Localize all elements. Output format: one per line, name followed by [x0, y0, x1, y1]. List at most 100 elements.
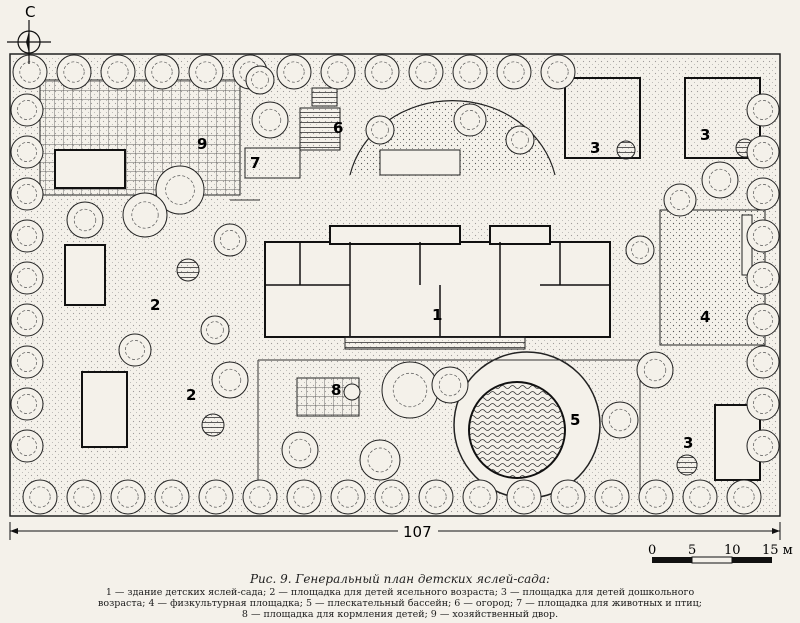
tree-crown [155, 165, 205, 215]
tree-crown-inner [17, 100, 37, 120]
yard-building [54, 149, 126, 189]
tree-crown-inner [17, 268, 37, 288]
width-dimension [9, 522, 781, 540]
pool-water [468, 381, 566, 479]
nursery-building-1 [64, 244, 106, 306]
tree-crown [359, 439, 401, 481]
tree-crown-inner [29, 486, 51, 508]
tree-crown [746, 345, 780, 379]
tree-crown [154, 479, 190, 515]
tree-crown [496, 54, 532, 90]
tree-crown-inner [131, 201, 159, 229]
tree-crown-inner [258, 108, 282, 132]
tree-crown-inner [753, 310, 773, 330]
tree-crown-inner [460, 110, 480, 130]
tree-crown-inner [753, 268, 773, 288]
zone-label-building: 1 [432, 306, 442, 324]
scale-tick-15: 15 м [762, 543, 793, 558]
tree-crown-inner [753, 226, 773, 246]
zone-label-garden: 6 [333, 119, 343, 137]
zone-label-feeding: 8 [331, 381, 341, 399]
tree-crown [66, 479, 102, 515]
zone-label-nursery-1: 2 [150, 296, 160, 314]
tree-crown-inner [73, 486, 95, 508]
tree-crown [100, 54, 136, 90]
tree-crown-inner [753, 100, 773, 120]
tree-crown-inner [73, 208, 97, 232]
tree-crown-inner [753, 394, 773, 414]
tree-crown [381, 361, 439, 419]
tree-crown [364, 54, 400, 90]
tree-crown [281, 431, 319, 469]
zone-label-pool: 5 [570, 411, 580, 429]
tree-crown [453, 103, 487, 137]
caption-line-1: 1 — здание детских яслей-сада; 2 — площа… [105, 587, 695, 598]
tree-crown-inner [125, 340, 145, 360]
tree-crown [746, 387, 780, 421]
figure-caption: Рис. 9. Генеральный план детских яслей-с… [0, 573, 800, 620]
tree-crown-inner [753, 184, 773, 204]
scale-tick-5: 5 [688, 543, 696, 558]
tree-crown-inner [161, 486, 183, 508]
tree-crown-inner [288, 438, 312, 462]
tree-crown-inner [218, 368, 242, 392]
tree-crown [188, 54, 224, 90]
tree-crown [594, 479, 630, 515]
tree-crown [251, 101, 289, 139]
caption-line-2: возраста; 4 — физкультурная площадка; 5 … [98, 598, 702, 609]
tree-crown [245, 65, 275, 95]
tree-crown-inner [63, 61, 85, 83]
zone-label-yard: 9 [197, 135, 207, 153]
tree-crown [198, 479, 234, 515]
tree-crown-inner [689, 486, 711, 508]
tree-crown-inner [425, 486, 447, 508]
tree-crown-inner [371, 121, 389, 139]
zone-label-preschool-1: 3 [590, 139, 600, 157]
tree-crown [213, 223, 247, 257]
tree-crown-inner [753, 352, 773, 372]
tree-crown-inner [151, 61, 173, 83]
tree-crown-inner [469, 486, 491, 508]
tree-crown-inner [367, 447, 393, 473]
animals-area [244, 147, 301, 179]
tree-crown [636, 351, 674, 389]
tree-crown-inner [513, 486, 535, 508]
tree-crown-inner [381, 486, 403, 508]
tree-crown [320, 54, 356, 90]
tree-crown-inner [733, 486, 755, 508]
tree-crown [505, 125, 535, 155]
scale-tick-0: 0 [648, 543, 656, 558]
nursery-sandbox-1 [176, 258, 200, 282]
tree-crown [10, 219, 44, 253]
tree-crown-inner [337, 486, 359, 508]
tree-crown-inner [17, 310, 37, 330]
tree-crown [118, 333, 152, 367]
tree-crown [601, 401, 639, 439]
tree-crown-inner [249, 486, 271, 508]
preschool-pavilion-1 [564, 77, 641, 159]
tree-crown [66, 201, 104, 239]
tree-crown [10, 177, 44, 211]
tree-crown [10, 135, 44, 169]
tree-crown [746, 219, 780, 253]
feeding-table [343, 383, 361, 401]
tree-crown [638, 479, 674, 515]
tree-crown [10, 261, 44, 295]
tree-crown [550, 479, 586, 515]
tree-crown-inner [503, 61, 525, 83]
tree-crown-inner [195, 61, 217, 83]
tree-crown [746, 261, 780, 295]
site-plan-drawing: 1 2 2 3 3 3 4 5 6 7 8 9 С 107 [7, 3, 781, 540]
tree-crown-inner [631, 241, 649, 259]
tree-crown-inner [511, 131, 529, 149]
main-building [264, 225, 611, 350]
garden-beds-2 [311, 87, 338, 107]
tree-crown-inner [117, 486, 139, 508]
tree-crown-inner [17, 352, 37, 372]
tree-crown [431, 366, 469, 404]
tree-crown [663, 183, 697, 217]
tree-crown-inner [283, 61, 305, 83]
tree-crown-inner [17, 436, 37, 456]
tree-crown-inner [19, 61, 41, 83]
tree-crown [10, 93, 44, 127]
